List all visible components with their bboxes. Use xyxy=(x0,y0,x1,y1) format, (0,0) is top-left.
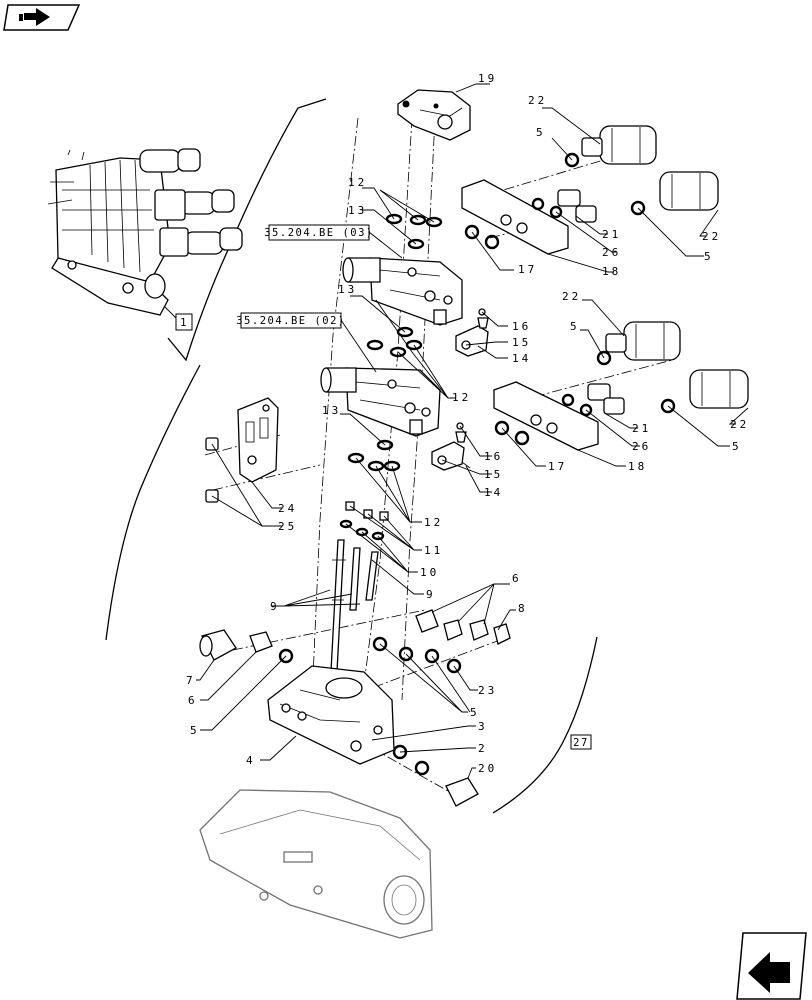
ref-box-assembly[interactable]: 1 xyxy=(175,313,193,331)
lever-lower-part xyxy=(431,422,471,471)
svg-text:27: 27 xyxy=(573,737,589,749)
callout-21: 21 xyxy=(602,228,621,241)
callout-6: 6 xyxy=(188,694,198,707)
callout-7: 7 xyxy=(186,674,196,687)
callout-18: 18 xyxy=(628,460,647,473)
callout-24: 24 xyxy=(278,502,297,515)
callout-labels: 19 22 5 12 13 21 26 22 18 17 5 13 16 15 … xyxy=(186,72,749,775)
callout-13: 13 xyxy=(338,283,357,296)
callout-11: 11 xyxy=(424,544,443,557)
inlet-plugs xyxy=(199,609,511,807)
callout-22: 22 xyxy=(528,94,547,107)
middle-orings xyxy=(366,326,423,358)
callout-12: 12 xyxy=(452,391,471,404)
callout-10: 10 xyxy=(420,566,439,579)
callout-15: 15 xyxy=(484,468,503,481)
svg-text:35.204.BE (03): 35.204.BE (03) xyxy=(264,227,374,239)
callout-3: 3 xyxy=(478,720,488,733)
valve-cap-upper xyxy=(461,152,646,255)
callout-9: 9 xyxy=(270,600,280,613)
callout-5: 5 xyxy=(470,706,480,719)
ref-03-leader xyxy=(368,231,403,259)
valve-cap-lower xyxy=(493,350,676,451)
callout-19: 19 xyxy=(478,72,497,85)
upper-orings xyxy=(385,213,443,250)
callout-14: 14 xyxy=(512,352,531,365)
callout-23: 23 xyxy=(478,684,497,697)
ref-box-group[interactable]: 27 xyxy=(570,734,592,750)
leader-lines xyxy=(196,83,749,779)
valve-section-02-part xyxy=(320,367,441,437)
transmission-housing xyxy=(199,789,433,939)
callout-14: 14 xyxy=(484,486,503,499)
callout-16: 16 xyxy=(484,450,503,463)
callout-26: 26 xyxy=(632,440,651,453)
callout-5: 5 xyxy=(190,724,200,737)
callout-8: 8 xyxy=(518,602,528,615)
callout-9: 9 xyxy=(426,588,436,601)
callout-13: 13 xyxy=(348,204,367,217)
callout-12: 12 xyxy=(424,516,443,529)
callout-22: 22 xyxy=(562,290,581,303)
callout-17: 17 xyxy=(518,263,537,276)
ref-box-section-02[interactable]: 35.204.BE (02) xyxy=(236,312,346,329)
callout-25: 25 xyxy=(278,520,297,533)
callout-22: 22 xyxy=(702,230,721,243)
callout-5: 5 xyxy=(570,320,580,333)
tie-rod-nuts xyxy=(339,501,389,541)
callout-18: 18 xyxy=(602,265,621,278)
solenoid-lower-right xyxy=(605,321,749,409)
callout-5: 5 xyxy=(704,250,714,263)
solenoid-upper-right xyxy=(581,125,719,211)
callout-6: 6 xyxy=(512,572,522,585)
mounting-bracket-part xyxy=(205,397,279,503)
callout-15: 15 xyxy=(512,336,531,349)
arrow-back-icon[interactable] xyxy=(736,932,807,1000)
callout-5: 5 xyxy=(536,126,546,139)
callout-20: 20 xyxy=(478,762,497,775)
valve-assembly-thumbnail xyxy=(47,148,243,316)
callout-4: 4 xyxy=(246,754,256,767)
arrow-forward-icon[interactable] xyxy=(3,4,81,31)
callout-16: 16 xyxy=(512,320,531,333)
inlet-body-part xyxy=(267,665,395,765)
svg-text:35.204.BE (02): 35.204.BE (02) xyxy=(236,315,346,327)
callout-21: 21 xyxy=(632,422,651,435)
valve-section-03-part xyxy=(342,257,463,326)
callout-26: 26 xyxy=(602,246,621,259)
ref-02-leader xyxy=(340,319,377,373)
tie-rods xyxy=(329,539,379,691)
callout-22: 22 xyxy=(730,418,749,431)
svg-text:1: 1 xyxy=(180,317,188,329)
callout-13: 13 xyxy=(322,404,341,417)
lower-orings xyxy=(347,439,401,472)
ref-box-section-03[interactable]: 35.204.BE (03) xyxy=(264,224,374,241)
end-cover-part xyxy=(397,89,471,141)
callout-2: 2 xyxy=(478,742,488,755)
callout-12: 12 xyxy=(348,176,367,189)
callout-17: 17 xyxy=(548,460,567,473)
callout-5: 5 xyxy=(732,440,742,453)
